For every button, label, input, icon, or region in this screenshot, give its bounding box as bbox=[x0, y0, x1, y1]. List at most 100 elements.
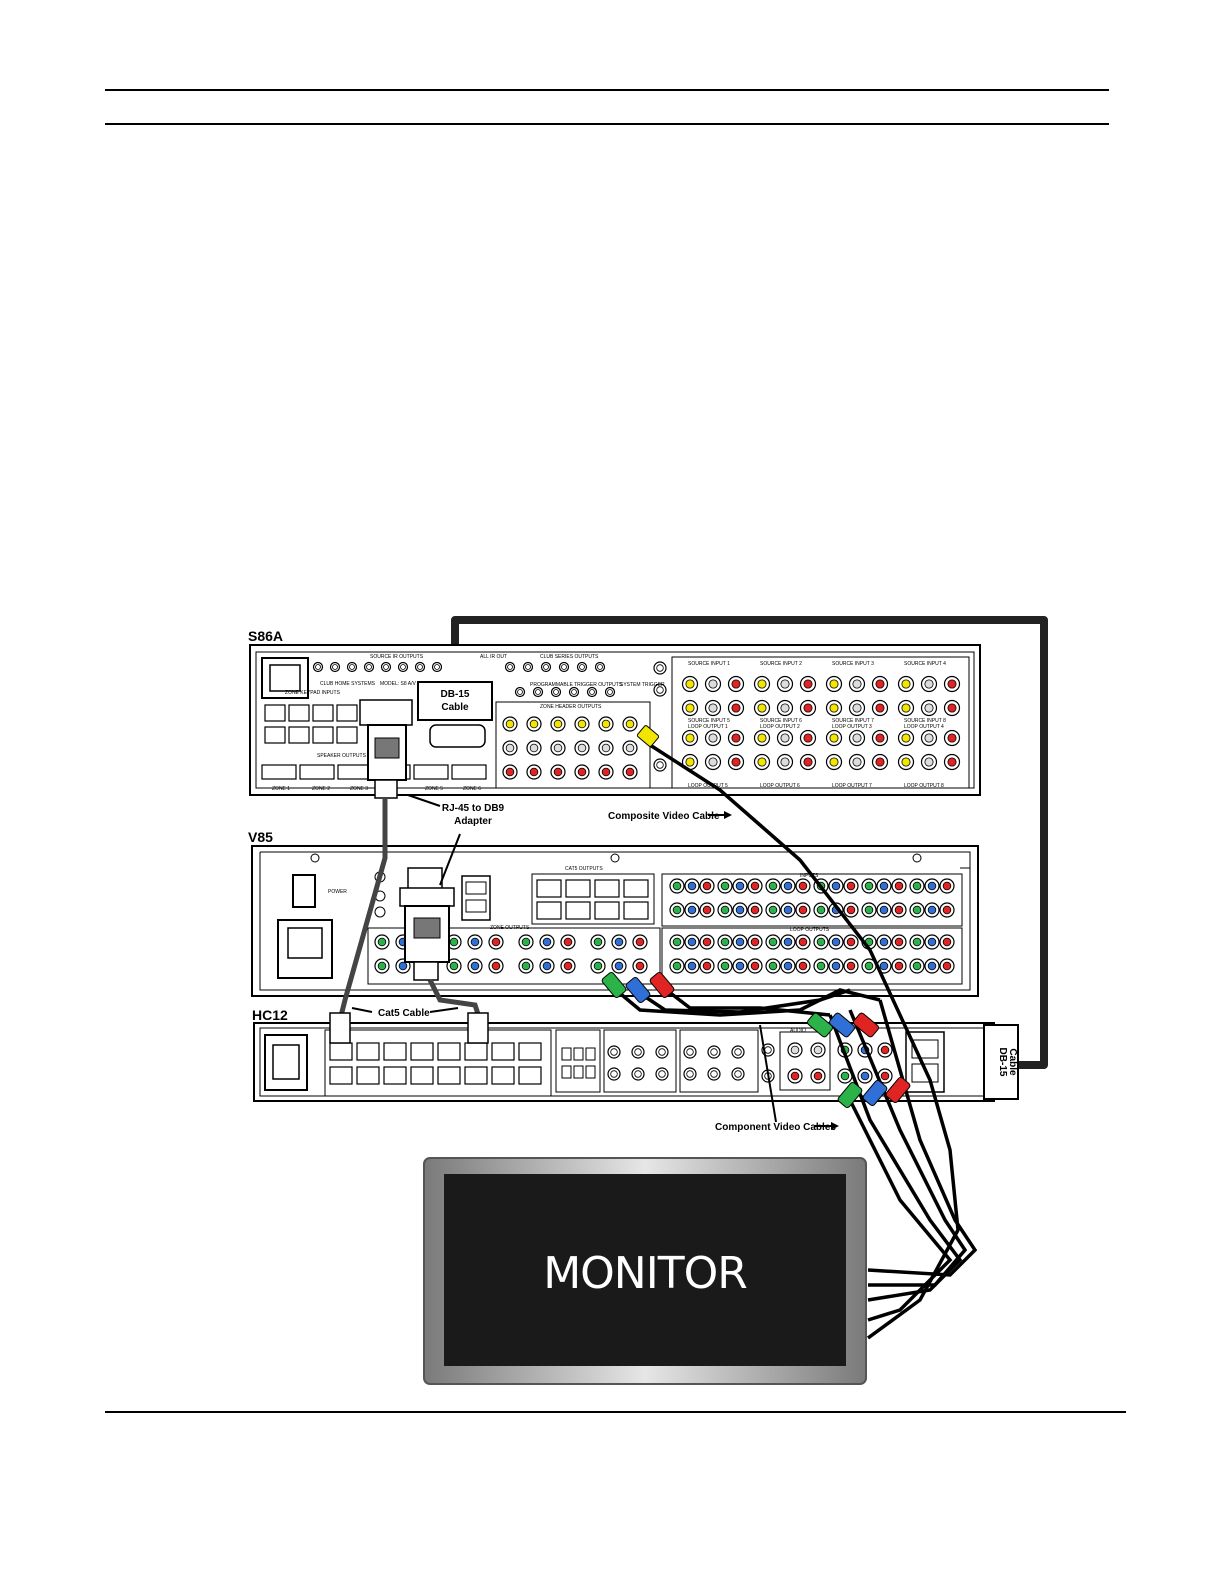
s86a-keypad-port bbox=[312, 704, 334, 722]
s86a-speaker-terminal bbox=[451, 764, 487, 780]
v85-loop-jack-center bbox=[702, 961, 712, 971]
s86a-ir-jack-center bbox=[332, 664, 338, 670]
s86a-grid-jack-center bbox=[852, 679, 862, 689]
s86a-grid-jack-center bbox=[852, 733, 862, 743]
hc12-term bbox=[561, 1065, 572, 1079]
s86a-grid-jack-center bbox=[829, 733, 839, 743]
hc12-video-jack-center bbox=[860, 1071, 870, 1081]
s86a-sys-jack-center bbox=[656, 761, 664, 769]
s86a-club-jack-center bbox=[507, 664, 513, 670]
v85-zone-jack-center bbox=[563, 937, 573, 947]
s86a-grid-jack-center bbox=[731, 703, 741, 713]
v85-zone-jack-center bbox=[635, 937, 645, 947]
s86a-source-input-6: SOURCE INPUT 6 bbox=[760, 718, 802, 724]
s86a-grid-jack-center bbox=[924, 679, 934, 689]
v85-input-jack-center bbox=[798, 881, 808, 891]
v85-loop-jack-center bbox=[750, 961, 760, 971]
s86a-speaker-terminal bbox=[337, 764, 373, 780]
s86a-grid-jack-center bbox=[803, 757, 813, 767]
v85-input-jack-center bbox=[768, 881, 778, 891]
v85-cat5-port bbox=[565, 901, 591, 920]
s86a-grid-jack-center bbox=[685, 757, 695, 767]
hc12-port bbox=[491, 1042, 515, 1061]
s86a-grid-jack-center bbox=[780, 679, 790, 689]
v85-zone-jack-center bbox=[449, 961, 459, 971]
v85-zone-jack-center bbox=[593, 961, 603, 971]
v85-zone-jack-center bbox=[563, 961, 573, 971]
v85-zone-jack-center bbox=[521, 961, 531, 971]
v85-zone-jack-center bbox=[398, 961, 408, 971]
s86a-grid-jack-center bbox=[852, 703, 862, 713]
hc12-jack-center bbox=[658, 1070, 666, 1078]
blue-plug-body bbox=[625, 977, 651, 1003]
v85-input-jack-center bbox=[735, 881, 745, 891]
s86a-speaker-terminal bbox=[299, 764, 335, 780]
v85-input-jack-center bbox=[798, 905, 808, 915]
s86a-speaker-terminal bbox=[261, 764, 297, 780]
hc12-port bbox=[329, 1066, 353, 1085]
green-plug bbox=[837, 1082, 863, 1108]
v85-loop-jack-center bbox=[687, 961, 697, 971]
db15-callout-side-line1: DB-15 bbox=[997, 1048, 1008, 1077]
v85-loop-jack-center bbox=[768, 961, 778, 971]
s86a-club-series-label: CLUB SERIES OUTPUTS bbox=[540, 654, 599, 660]
v85-zone-jack-center bbox=[491, 937, 501, 947]
red-plug bbox=[853, 1012, 879, 1038]
hc12-port bbox=[437, 1042, 461, 1061]
v85-input-jack-center bbox=[720, 905, 730, 915]
s86a-grid-jack-center bbox=[875, 703, 885, 713]
v85-loop-jack-center bbox=[942, 961, 952, 971]
s86a-grid-jack-center bbox=[875, 757, 885, 767]
v85-input-jack-center bbox=[768, 905, 778, 915]
v85-power-switch bbox=[292, 874, 316, 908]
blue-plug-body bbox=[862, 1080, 888, 1106]
green-plug-body bbox=[601, 972, 627, 998]
v85-zone-jack-center bbox=[491, 961, 501, 971]
s86a-grid-jack-center bbox=[780, 703, 790, 713]
s86a-grid-jack-center bbox=[757, 703, 767, 713]
v85-loop-jack-center bbox=[846, 937, 856, 947]
s86a-zone-5: ZONE 5 bbox=[425, 786, 443, 792]
adapter-s86a bbox=[359, 699, 413, 799]
header-rule-top bbox=[105, 89, 1109, 91]
component-callout: Component Video Cables bbox=[715, 1122, 836, 1133]
v85-zone-jack-center bbox=[377, 937, 387, 947]
hc12-term bbox=[573, 1065, 584, 1079]
v85-input-jack-center bbox=[894, 905, 904, 915]
s86a-grid-jack-center bbox=[780, 733, 790, 743]
s86a-speaker-terminal bbox=[413, 764, 449, 780]
hc12-video-jack-center bbox=[840, 1071, 850, 1081]
s86a-club-home-label: CLUB HOME SYSTEMS bbox=[320, 681, 376, 687]
s86a-source-input-7: SOURCE INPUT 7 bbox=[832, 718, 874, 724]
s86a-zone-rca-center bbox=[553, 767, 563, 777]
s86a-grid-jack-center bbox=[829, 703, 839, 713]
v85-input-jack-center bbox=[894, 881, 904, 891]
hc12-term bbox=[585, 1065, 596, 1079]
v85-loop-outputs-label: LOOP OUTPUTS bbox=[790, 927, 830, 933]
v85-loop-jack-center bbox=[672, 937, 682, 947]
s86a-source-input-3: SOURCE INPUT 3 bbox=[832, 661, 874, 667]
db15-cable-loop bbox=[451, 616, 1048, 1069]
adapter-callout-line1: RJ-45 to DB9 bbox=[442, 803, 505, 814]
v85-input-jack-center bbox=[879, 905, 889, 915]
hc12-audio-jack-center bbox=[813, 1045, 823, 1055]
s86a-grid-jack-center bbox=[924, 703, 934, 713]
db15-callout-side: DB-15 Cable bbox=[983, 1024, 1019, 1100]
v85-zone-jack-center bbox=[470, 961, 480, 971]
v85-cat5-port bbox=[594, 879, 620, 898]
s86a-prog-trigger-label: PROGRAMMABLE TRIGGER OUTPUTS bbox=[530, 682, 623, 688]
s86a-loop-output-3: LOOP OUTPUT 3 bbox=[832, 724, 872, 730]
s86a-source-input-5: SOURCE INPUT 5 bbox=[688, 718, 730, 724]
v85-loop-jack-center bbox=[912, 961, 922, 971]
s86a-zone-rca-center bbox=[625, 767, 635, 777]
v85-input-jack-center bbox=[846, 881, 856, 891]
v85-input-jack-center bbox=[687, 881, 697, 891]
hc12-port bbox=[410, 1066, 434, 1085]
v85-cat5-port bbox=[536, 901, 562, 920]
s86a-loop-output-2: LOOP OUTPUT 2 bbox=[760, 724, 800, 730]
red-plug-body bbox=[853, 1012, 879, 1038]
s86a-club-jack-center bbox=[525, 664, 531, 670]
v85-zone-jack-center bbox=[614, 961, 624, 971]
v85-input-jack-center bbox=[735, 905, 745, 915]
hc12-port bbox=[329, 1042, 353, 1061]
